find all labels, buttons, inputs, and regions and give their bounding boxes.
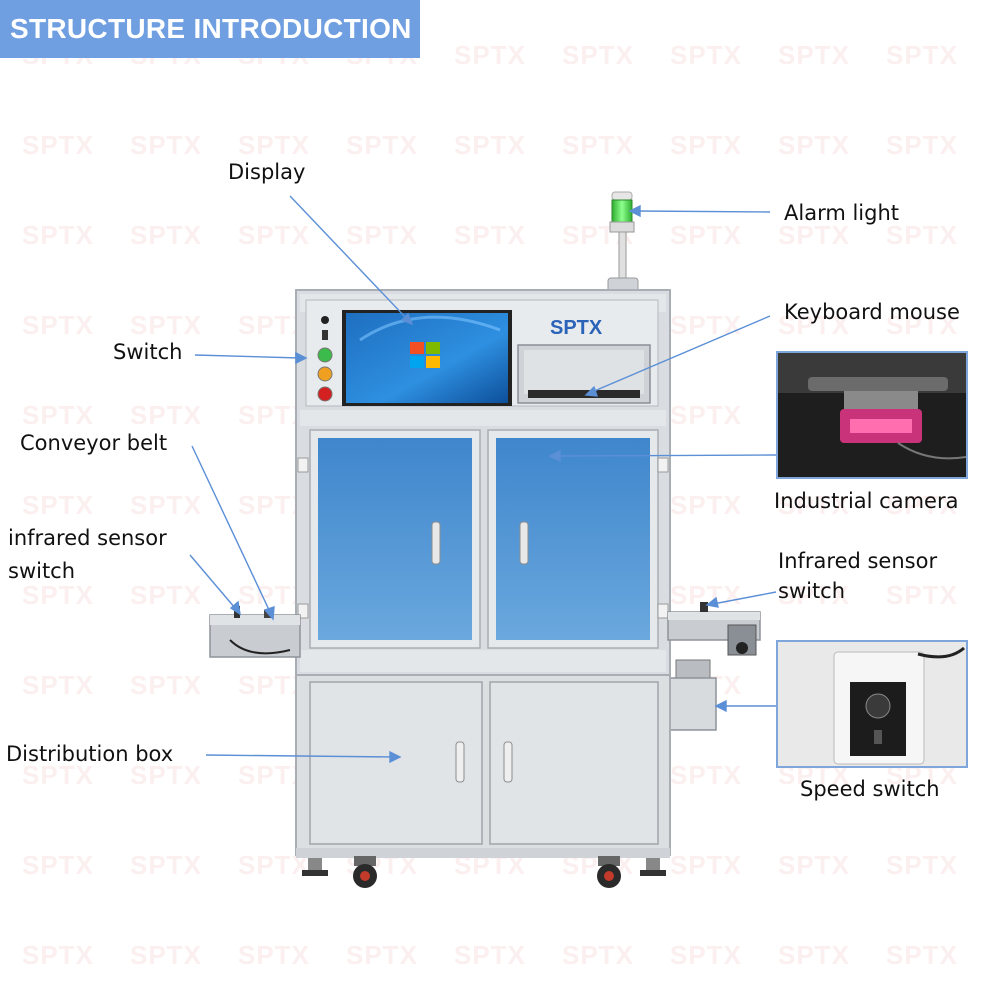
side-control-box <box>669 677 717 731</box>
label-switch: Switch <box>113 340 183 364</box>
left-conveyor <box>209 606 301 658</box>
windows-logo-icon <box>410 342 440 368</box>
machine-logo: SPTX <box>550 317 603 339</box>
label-conveyor-belt: Conveyor belt <box>20 431 168 455</box>
label-infrared-right-2: switch <box>778 579 846 603</box>
label-speed-switch: Speed switch <box>800 777 940 801</box>
label-industrial-camera: Industrial camera <box>774 489 959 513</box>
casters <box>302 856 666 888</box>
label-keyboard-mouse: Keyboard mouse <box>784 300 960 324</box>
right-conveyor <box>667 602 761 679</box>
label-display: Display <box>228 160 306 184</box>
industrial-camera-photo <box>776 351 968 479</box>
distribution-cabinet <box>295 674 671 858</box>
camera-icon <box>778 353 966 477</box>
keyboard-drawer <box>517 344 651 404</box>
control-buttons <box>317 316 333 402</box>
display-monitor <box>342 310 512 406</box>
label-infrared-right-1: Infrared sensor <box>778 549 938 573</box>
alarm-light-tower <box>607 191 639 293</box>
structure-introduction-banner: STRUCTURE INTRODUCTION <box>0 0 420 58</box>
speed-dial-icon <box>778 642 966 766</box>
leader-lines <box>189 195 777 764</box>
label-alarm-light: Alarm light <box>784 201 900 225</box>
right-glass-door <box>487 429 659 649</box>
left-glass-door <box>309 429 481 649</box>
label-infrared-left-1: infrared sensor <box>8 526 167 550</box>
speed-switch-photo <box>776 640 968 768</box>
label-distribution-box: Distribution box <box>6 742 174 766</box>
door-hinges <box>297 457 669 619</box>
label-infrared-left-2: switch <box>8 559 76 583</box>
